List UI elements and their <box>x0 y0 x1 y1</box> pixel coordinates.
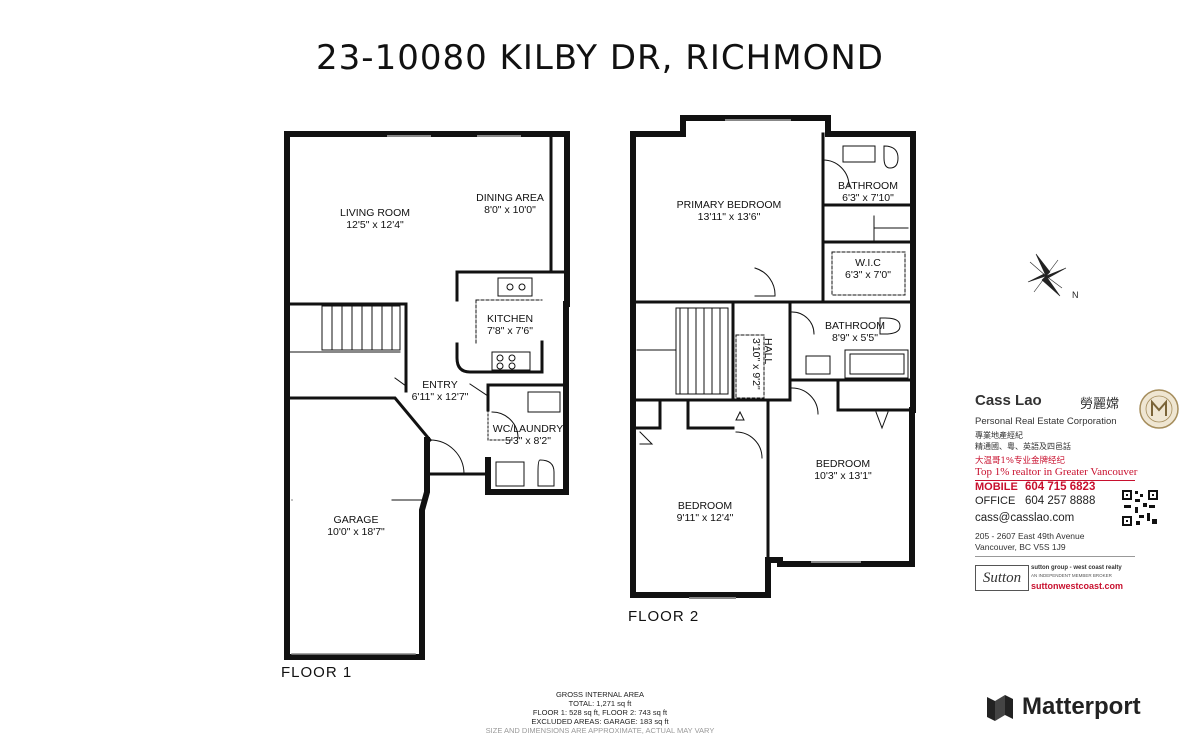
room-bedroom-left: BEDROOM 9'11" x 12'4" <box>660 500 750 524</box>
room-kitchen-dims: 7'8" x 7'6" <box>487 325 533 337</box>
mobile-label: MOBILE <box>975 481 1018 493</box>
room-living-dims: 12'5" x 12'4" <box>346 219 404 231</box>
room-walk-in-closet: W.I.C 6'3" x 7'0" <box>830 257 906 281</box>
room-hall-dims: 3'10" x 9'2" <box>750 338 762 390</box>
room-laundry-name: WC/LAUNDRY <box>492 423 564 435</box>
area-disclaimer: SIZE AND DIMENSIONS ARE APPROXIMATE, ACT… <box>485 726 715 735</box>
area-floors: FLOOR 1: 528 sq ft, FLOOR 2: 743 sq ft <box>532 708 668 717</box>
agent-cn-red: 大温哥1%专业金牌经纪 <box>975 456 1065 466</box>
mobile-number[interactable]: 604 715 6823 <box>1025 481 1096 493</box>
room-garage-dims: 10'0" x 18'7" <box>327 526 385 538</box>
agent-cn-line1: 專業地產經紀 <box>975 431 1023 440</box>
room-dining-name: DINING AREA <box>476 192 544 204</box>
room-living: LIVING ROOM 12'5" x 12'4" <box>310 207 440 231</box>
room-dining: DINING AREA 8'0" x 10'0" <box>460 192 560 216</box>
agent-address-line1: 205 - 2607 East 49th Avenue <box>975 531 1085 541</box>
floor2-fixtures <box>636 119 909 599</box>
agent-name: Cass Lao <box>975 392 1042 409</box>
agent-cn-line2: 精通國、粵、英語及四邑話 <box>975 442 1071 451</box>
floor2-inner-walls <box>631 132 915 562</box>
room-bathroom-ensuite: BATHROOM 6'3" x 7'10" <box>830 180 906 204</box>
matterport-logo-icon <box>987 695 1013 721</box>
agent-name-cn: 勞麗嫦 <box>1080 397 1120 412</box>
room-hall: HALL 3'10" x 9'2" <box>750 338 774 390</box>
compass-icon: N <box>1027 253 1079 300</box>
room-bath1-dims: 6'3" x 7'10" <box>842 192 894 204</box>
brokerage-name: sutton group - west coast realty <box>1031 565 1122 571</box>
area-total: TOTAL: 1,271 sq ft <box>568 699 632 708</box>
room-hall-name: HALL <box>762 338 774 365</box>
agent-top-realtor: Top 1% realtor in Greater Vancouver <box>975 466 1138 478</box>
floor1-walls <box>284 131 570 660</box>
floor1-label: FLOOR 1 <box>281 664 353 681</box>
divider-red <box>975 480 1135 481</box>
office-number[interactable]: 604 257 8888 <box>1025 495 1096 507</box>
floor1-inner-walls <box>285 136 569 476</box>
room-bath1-name: BATHROOM <box>838 180 898 192</box>
room-bed2-name: BEDROOM <box>815 458 871 470</box>
brokerage-url[interactable]: suttonwestcoast.com <box>1031 581 1124 591</box>
room-primary-dims: 13'11" x 13'6" <box>697 211 761 223</box>
area-summary: GROSS INTERNAL AREA TOTAL: 1,271 sq ft F… <box>470 690 730 735</box>
qr-code-icon <box>1121 489 1159 527</box>
office-label: OFFICE <box>975 495 1016 507</box>
agent-email[interactable]: cass@casslao.com <box>975 512 1075 524</box>
page-title: 23-10080 KILBY DR, RICHMOND <box>316 38 884 78</box>
room-bath2-dims: 8'9" x 5'5" <box>832 332 878 344</box>
matterport-brand: Matterport <box>1022 693 1141 720</box>
divider-gray <box>975 556 1135 557</box>
agent-corporation: Personal Real Estate Corporation <box>975 416 1117 427</box>
room-primary-bedroom: PRIMARY BEDROOM 13'11" x 13'6" <box>664 199 794 223</box>
room-garage: GARAGE 10'0" x 18'7" <box>306 514 406 538</box>
room-bed1-dims: 9'11" x 12'4" <box>676 512 734 524</box>
room-garage-name: GARAGE <box>333 514 379 526</box>
room-kitchen-name: KITCHEN <box>486 313 534 325</box>
medallion-club-icon <box>1139 389 1179 429</box>
room-entry-name: ENTRY <box>422 379 458 391</box>
brokerage-logo: Sutton <box>975 565 1029 591</box>
room-bedroom-right: BEDROOM 10'3" x 13'1" <box>798 458 888 482</box>
room-primary-name: PRIMARY BEDROOM <box>676 199 782 211</box>
floor2-walls <box>630 115 916 598</box>
area-excluded: EXCLUDED AREAS: GARAGE: 183 sq ft <box>531 717 669 726</box>
floor1-fixtures <box>289 135 561 655</box>
room-living-name: LIVING ROOM <box>339 207 410 219</box>
room-wic-name: W.I.C <box>855 257 881 269</box>
room-bath2-name: BATHROOM <box>825 320 885 332</box>
room-laundry-dims: 5'3" x 8'2" <box>505 435 551 447</box>
room-bed2-dims: 10'3" x 13'1" <box>814 470 872 482</box>
room-kitchen: KITCHEN 7'8" x 7'6" <box>470 313 550 337</box>
brokerage-tagline: AN INDEPENDENT MEMBER BROKER <box>1031 573 1112 578</box>
area-heading: GROSS INTERNAL AREA <box>555 690 645 699</box>
room-laundry: WC/LAUNDRY 5'3" x 8'2" <box>490 423 566 447</box>
agent-address-line2: Vancouver, BC V5S 1J9 <box>975 542 1066 552</box>
room-bed1-name: BEDROOM <box>677 500 733 512</box>
floor2-label: FLOOR 2 <box>628 608 700 625</box>
room-wic-dims: 6'3" x 7'0" <box>845 269 891 281</box>
room-entry: ENTRY 6'11" x 12'7" <box>405 379 475 403</box>
room-bathroom-main: BATHROOM 8'9" x 5'5" <box>812 320 898 344</box>
room-entry-dims: 6'11" x 12'7" <box>411 391 469 403</box>
svg-text:N: N <box>1072 290 1079 300</box>
room-dining-dims: 8'0" x 10'0" <box>484 204 536 216</box>
